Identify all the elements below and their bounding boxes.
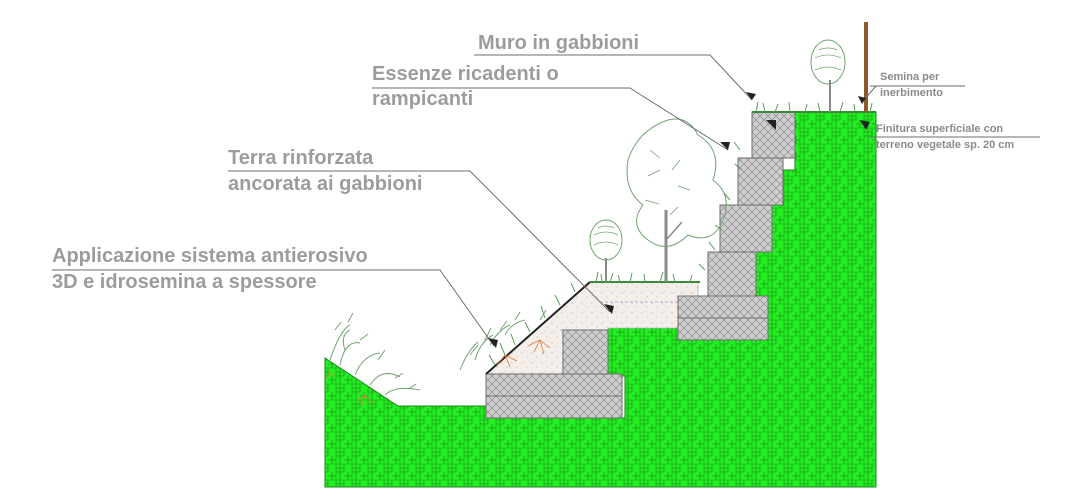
grass-vegetation bbox=[488, 101, 873, 366]
label-terra-line2: ancorata ai gabbioni bbox=[228, 173, 422, 195]
leader-lines bbox=[52, 54, 1040, 348]
gabion-block bbox=[737, 157, 784, 206]
label-semina-line2: inerbimento bbox=[880, 87, 943, 99]
label-muro-in-gabbioni: Muro in gabbioni bbox=[478, 32, 639, 54]
label-finitura-line2: terreno vegetale sp. 20 cm bbox=[876, 139, 1014, 151]
pole-icon bbox=[864, 22, 868, 112]
gabion-block bbox=[719, 204, 773, 253]
label-finitura-line1: Finitura superficiale con bbox=[876, 123, 1003, 135]
shrub-icon bbox=[459, 309, 547, 371]
label-semina-line1: Semina per bbox=[880, 71, 940, 83]
tree-icon bbox=[810, 39, 846, 112]
label-essenze-line1: Essenze ricadenti o bbox=[372, 63, 559, 85]
label-terra-line1: Terra rinforzata bbox=[228, 147, 374, 169]
antierosion-slope-line bbox=[485, 281, 591, 375]
gabion-wall bbox=[485, 111, 796, 419]
label-essenze-line2: rampicanti bbox=[372, 88, 473, 110]
gabion-block bbox=[751, 111, 796, 159]
label-applicazione-line1: Applicazione sistema antierosivo bbox=[52, 245, 368, 267]
tree-icon bbox=[589, 219, 623, 282]
shrub-icon bbox=[329, 312, 421, 396]
gabion-block bbox=[562, 329, 609, 375]
tree-icon bbox=[626, 118, 727, 282]
gabion-block bbox=[707, 251, 757, 297]
label-applicazione-line2: 3D e idrosemina a spessore bbox=[52, 271, 317, 293]
root-sketch bbox=[325, 339, 551, 406]
